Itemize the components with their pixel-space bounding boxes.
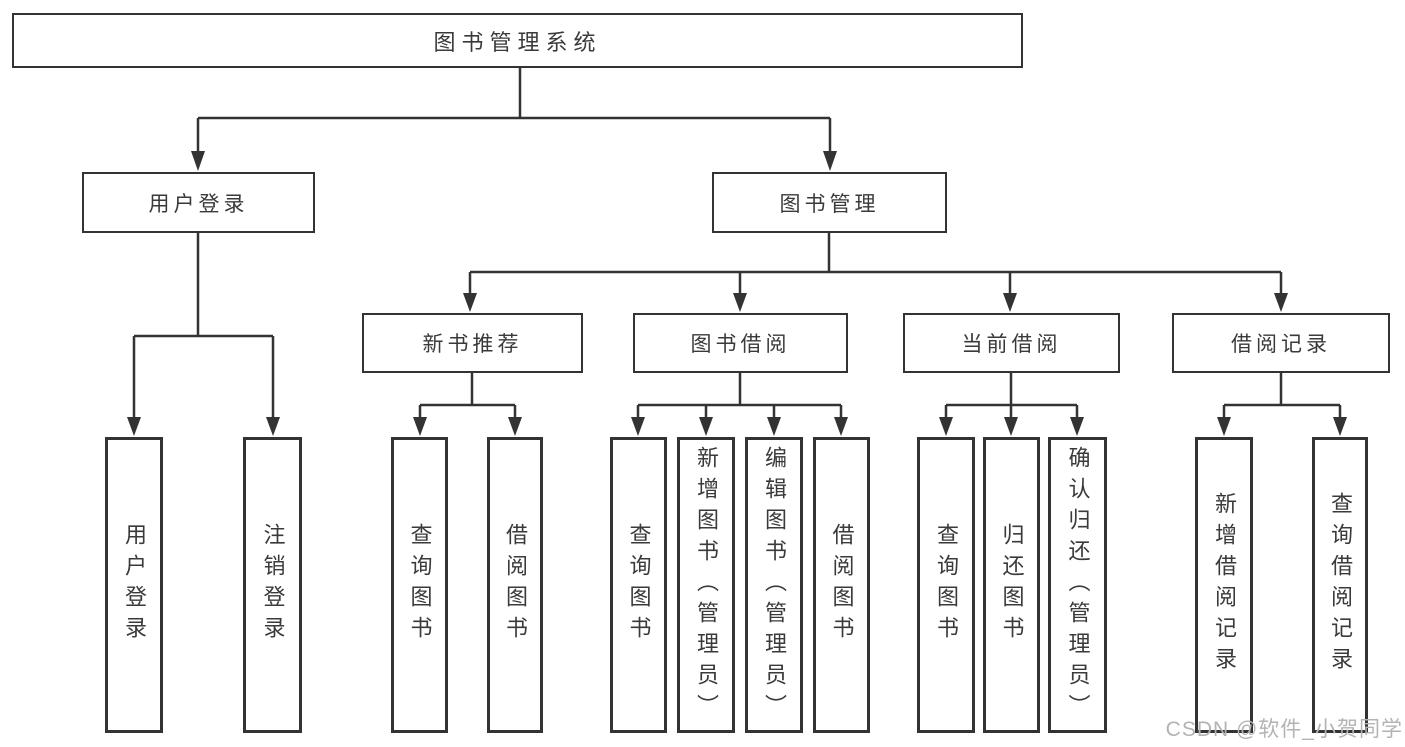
node-label: 新书推荐 [422,333,523,356]
leaf-label: 新增借阅记录 [1212,492,1237,678]
leaf-edit-books-admin: 编辑图书（管理员） [745,437,803,733]
leaf-add-books-admin: 新增图书（管理员） [677,437,735,733]
leaf-label: 新增图书（管理员） [694,445,719,725]
leaf-label: 用户登录 [122,523,147,647]
csdn-watermark: CSDN @软件_小贺同学 [1165,718,1403,741]
leaf-label: 查询图书 [934,523,959,647]
leaf-label: 确认归还（管理员） [1065,445,1091,725]
leaf-add-borrow-record: 新增借阅记录 [1195,437,1253,733]
leaf-label: 归还图书 [999,523,1025,647]
node-library-management-system: 图书管理系统 [12,13,1023,68]
node-label: 用户登录 [148,192,249,216]
leaf-borrow-books: 借阅图书 [487,437,543,733]
leaf-query-books: 查询图书 [610,437,667,733]
node-borrowing-records: 借阅记录 [1172,313,1390,373]
node-label: 图书管理 [779,192,880,216]
node-user-login: 用户登录 [82,172,315,233]
leaf-user-login: 用户登录 [105,437,163,733]
leaf-label: 借阅图书 [503,523,528,647]
leaf-label: 查询借阅记录 [1328,492,1353,678]
node-label: 图书管理系统 [433,29,602,55]
leaf-label: 借阅图书 [829,523,855,647]
leaf-label: 查询图书 [407,523,433,647]
leaf-confirm-return-admin: 确认归还（管理员） [1048,437,1107,733]
leaf-label: 查询图书 [626,523,652,647]
leaf-label: 注销登录 [260,523,286,647]
node-label: 图书借阅 [690,333,791,356]
leaf-borrow-books: 借阅图书 [813,437,870,733]
leaf-query-borrow-record: 查询借阅记录 [1312,437,1368,733]
node-new-book-recommendation: 新书推荐 [362,313,583,373]
node-label: 借阅记录 [1231,333,1331,356]
node-book-management: 图书管理 [712,172,947,233]
leaf-logout: 注销登录 [243,437,302,733]
leaf-query-books: 查询图书 [391,437,448,733]
leaf-return-books: 归还图书 [983,437,1040,733]
node-book-borrowing: 图书借阅 [633,313,848,373]
node-label: 当前借阅 [961,333,1062,356]
node-current-borrowing: 当前借阅 [903,313,1120,373]
leaf-query-books: 查询图书 [917,437,975,733]
leaf-label: 编辑图书（管理员） [762,445,787,725]
